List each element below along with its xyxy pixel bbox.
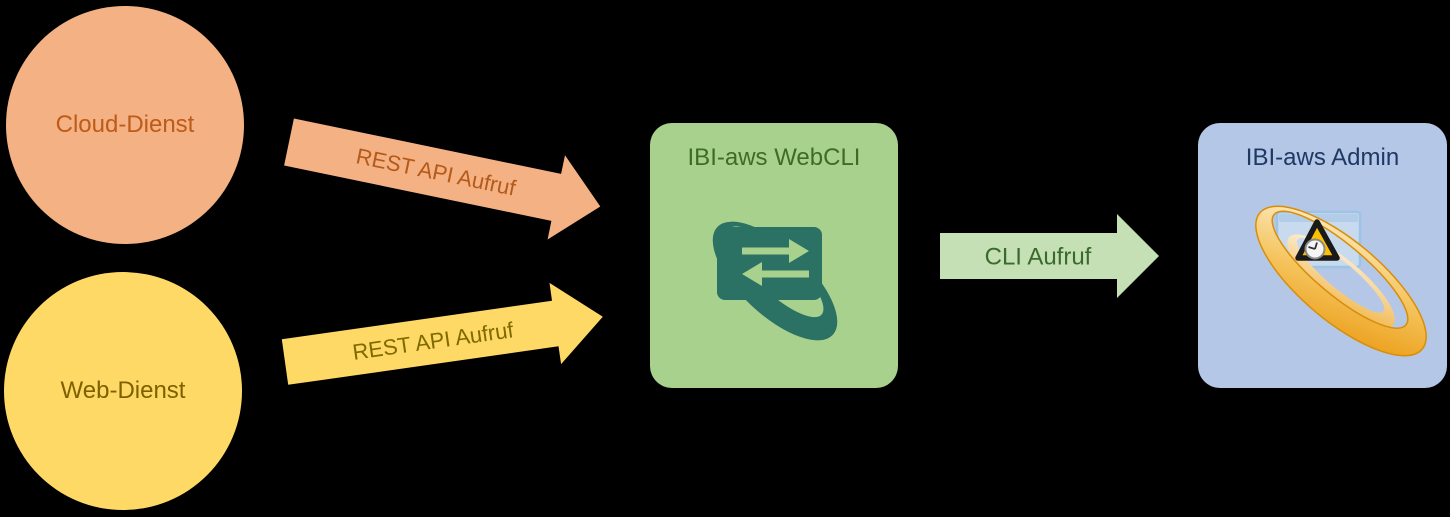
transfer-arrows-glyph [742,239,809,286]
transfer-orbit-icon-dark-shapes [712,221,838,341]
arrow-rest-api-web: REST API Aufruf [281,282,603,385]
ibi-aws-logo-icon [1255,205,1427,357]
arrow-rest-api-cloud-shape [284,118,601,240]
arrow-rest-api-web-shape [281,282,603,385]
node-ibi-aws-webcli: IBI-aws WebCLI [650,123,898,388]
transfer-orbit-icon [712,221,838,341]
node-ibi-aws-admin-title: IBI-aws Admin [1245,144,1400,171]
arrow-cli-shape [940,214,1159,298]
node-ibi-aws-webcli-title: IBI-aws WebCLI [687,144,861,171]
node-web-dienst-label: Web-Dienst [60,377,186,404]
arrow-cli: CLI Aufruf [940,214,1159,298]
arrow-cli-label: CLI Aufruf [985,244,1092,271]
node-cloud-dienst-label: Cloud-Dienst [55,111,195,138]
node-cloud-dienst: Cloud-Dienst [6,6,244,244]
node-web-dienst: Web-Dienst [4,272,242,510]
node-ibi-aws-admin: IBI-aws Admin [1198,123,1447,388]
arrow-rest-api-cloud: REST API Aufruf [284,118,601,240]
admin-warning-triangle-glyph [1295,219,1340,261]
